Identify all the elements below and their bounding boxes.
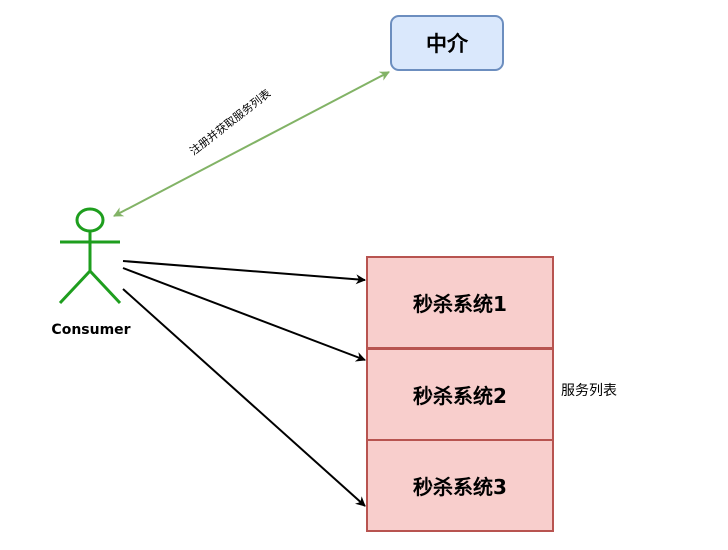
broker-box [390,15,504,71]
service-box-2 [366,348,554,441]
register-edge [113,71,390,217]
consumer-label: Consumer [51,322,131,338]
service-box-1 [366,256,554,349]
service-box-3 [366,439,554,532]
consumer-actor-icon [58,207,122,305]
arrow-to-service-2 [122,267,366,362]
arrow-to-service-3 [122,288,366,507]
service-list-label: 服务列表 [561,383,617,399]
arrow-to-service-1 [122,260,366,285]
